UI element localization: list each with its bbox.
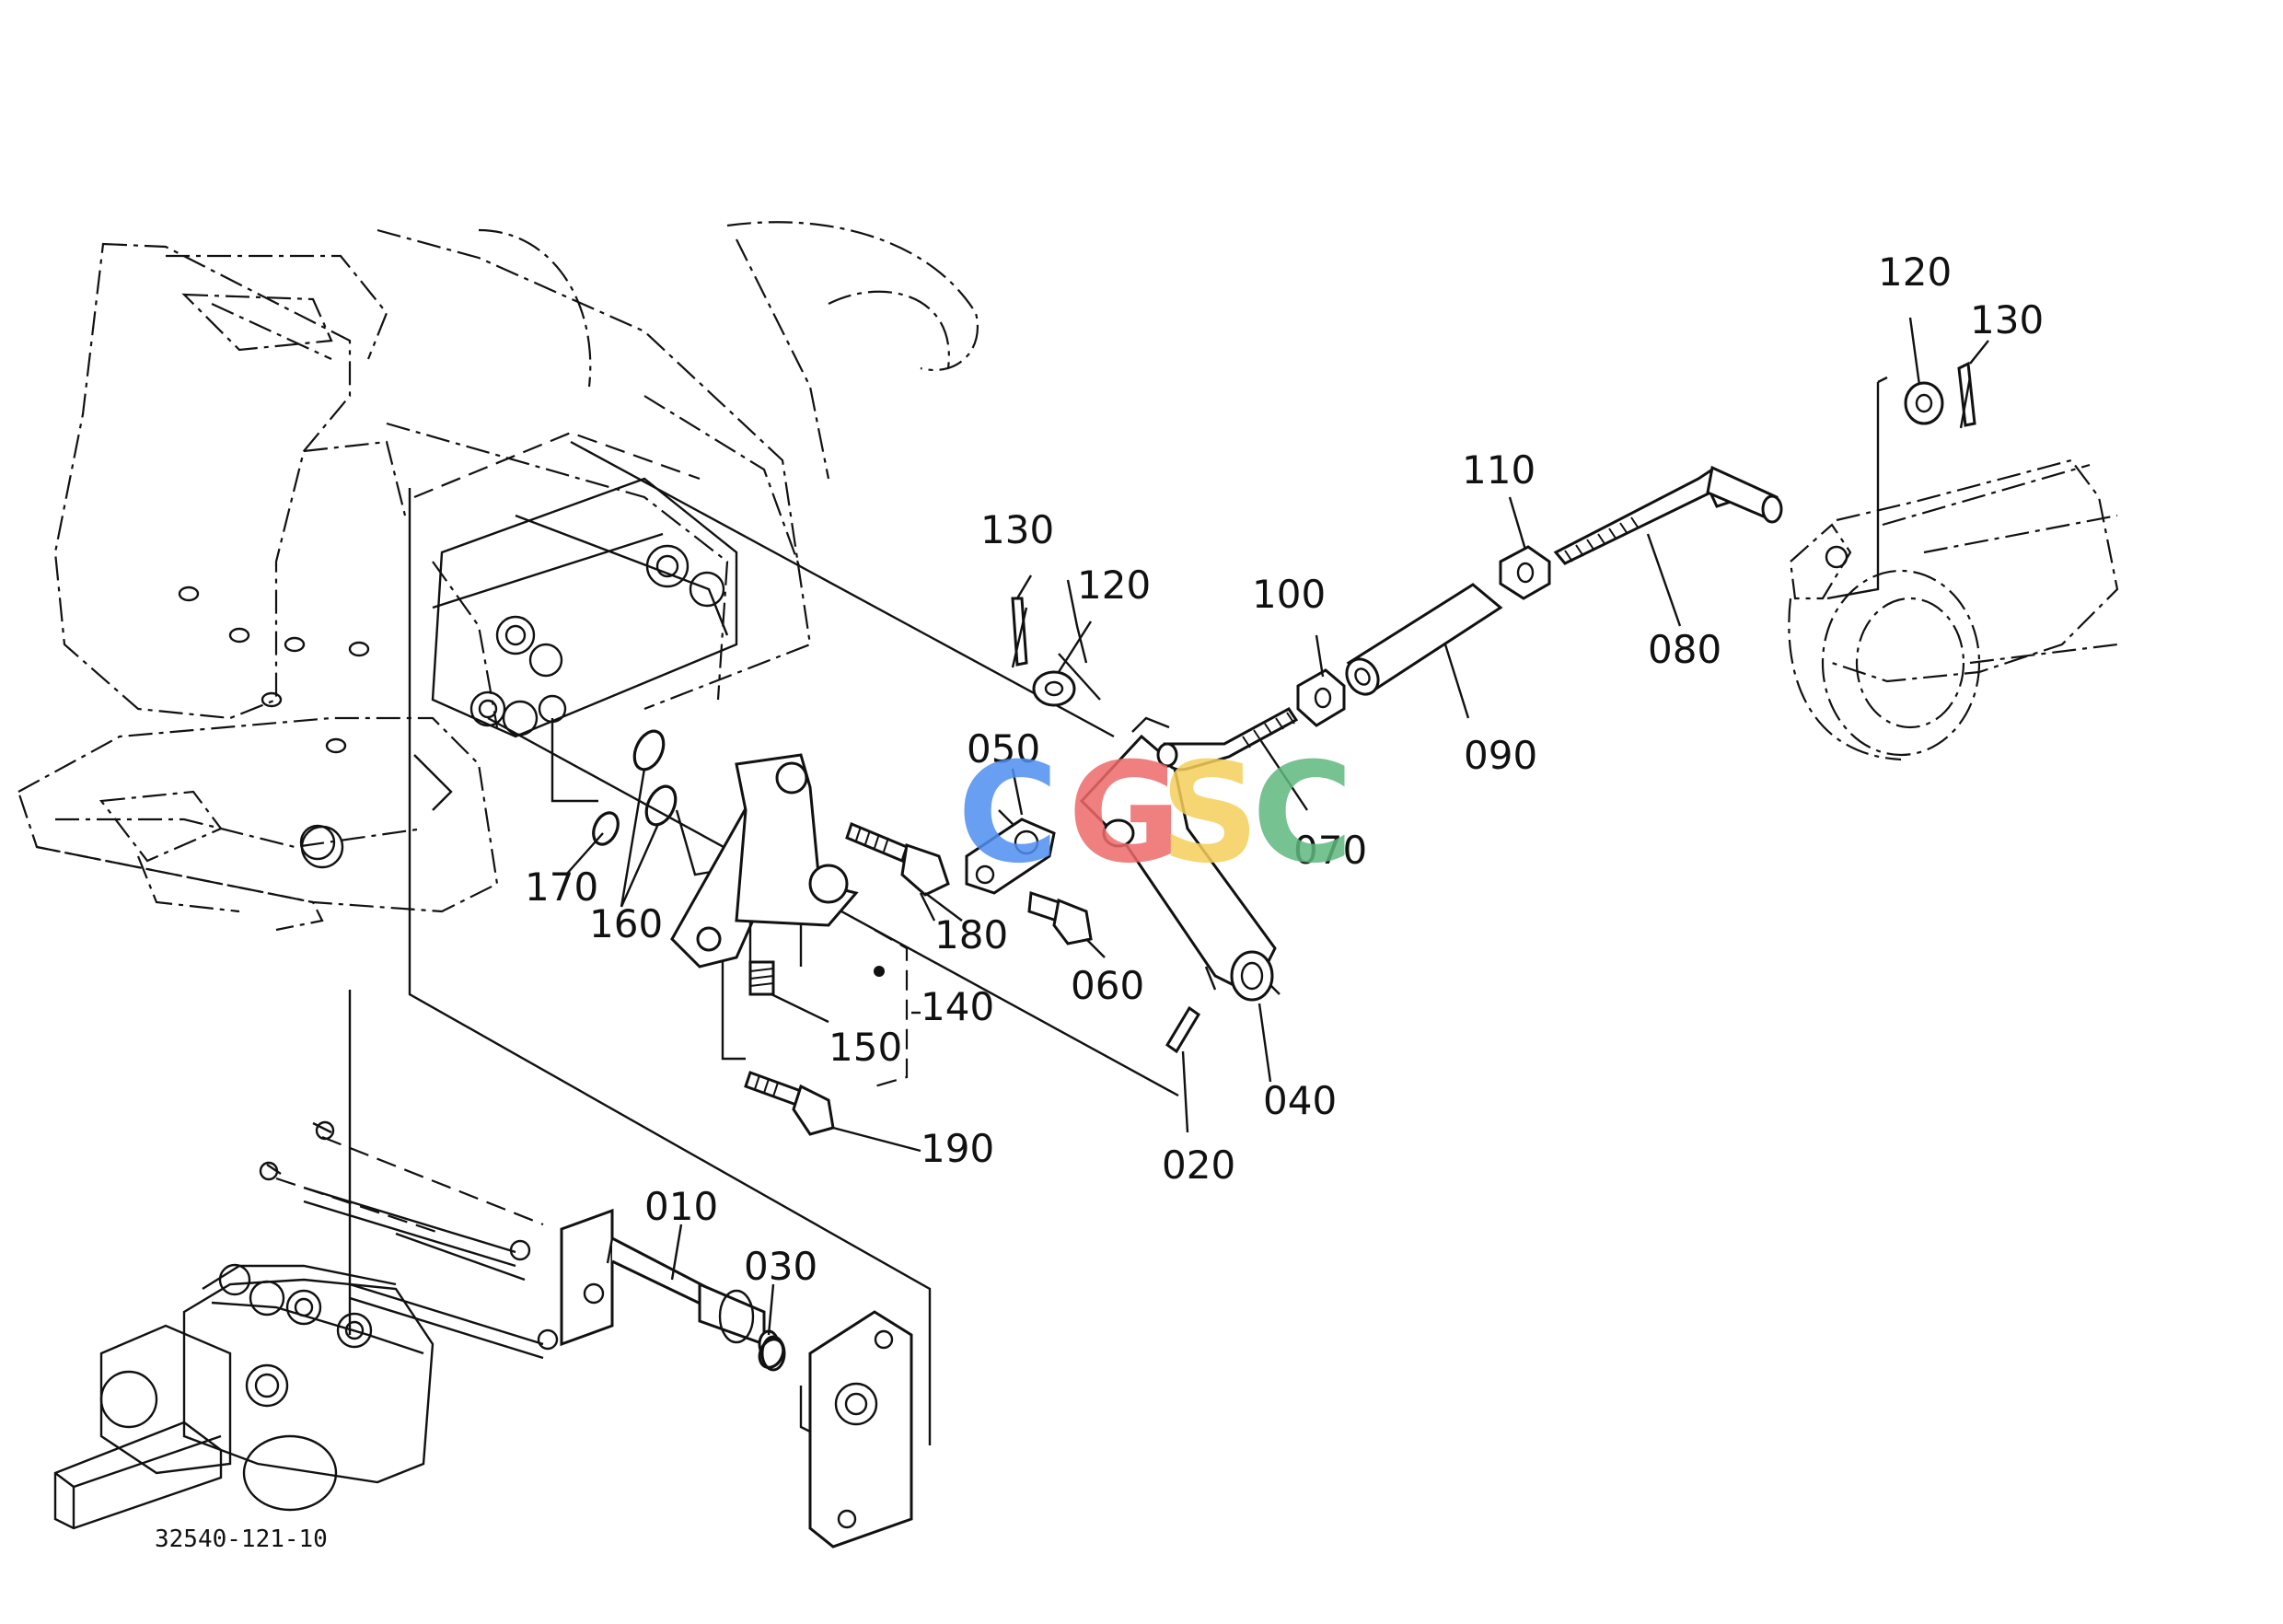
part-010-shaft — [560, 1208, 913, 1549]
bolts — [744, 821, 1106, 1153]
label-130-left: 130 — [980, 507, 1054, 552]
o-rings — [592, 729, 785, 1369]
lift-arm-right — [1788, 458, 2119, 761]
label-160: 160 — [589, 901, 663, 946]
label-170: 170 — [525, 864, 598, 910]
housing-details — [178, 586, 370, 861]
valve-block — [300, 477, 738, 869]
transmission-housing-outline — [17, 221, 979, 932]
drawing-code: 32540-121-10 — [155, 1525, 328, 1553]
label-180: 180 — [934, 912, 1008, 957]
label-120-left: 120 — [1077, 563, 1151, 608]
label-140: 140 — [921, 984, 994, 1029]
lower-valve-assembly — [53, 1120, 559, 1530]
label-120-right: 120 — [1878, 249, 1952, 295]
label-070: 070 — [1293, 828, 1367, 873]
part-150-setscrew — [748, 960, 829, 1024]
leader-lines — [565, 768, 1272, 1336]
label-050: 050 — [967, 726, 1040, 771]
label-080: 080 — [1648, 627, 1721, 672]
part-050-plate — [965, 809, 1056, 895]
part-070-rod — [1156, 707, 1308, 811]
label-020: 020 — [1162, 1143, 1235, 1188]
label-030: 030 — [744, 1244, 817, 1289]
label-190: 190 — [921, 1126, 994, 1171]
washers-and-pins — [1011, 317, 1989, 707]
watermark-letter-3: S — [1160, 734, 1259, 894]
part-090-tube — [1345, 583, 1503, 719]
part-110-nut — [1499, 496, 1551, 600]
watermark-letter-1: C — [957, 734, 1059, 894]
label-090: 090 — [1464, 733, 1537, 778]
watermark-letter-2: G — [1068, 734, 1181, 894]
part-080-rod — [1553, 465, 1783, 627]
label-060: 060 — [1071, 963, 1144, 1008]
label-110: 110 — [1462, 447, 1536, 493]
part-040-lever — [1079, 716, 1281, 1002]
watermark-letter-4: C — [1252, 734, 1353, 894]
lift-bracket — [670, 753, 909, 1088]
part-020-pin — [1165, 1005, 1201, 1133]
cgsc-watermark: C G S C — [957, 734, 1353, 894]
label-100: 100 — [1252, 572, 1326, 617]
label-150: 150 — [829, 1025, 902, 1070]
label-010: 010 — [644, 1184, 718, 1229]
label-040: 040 — [1263, 1078, 1337, 1123]
callout-labels: 010 020 030 040 050 060 070 080 090 100 … — [525, 249, 2044, 1289]
label-130-right: 130 — [1970, 297, 2044, 342]
part-100-nut — [1296, 634, 1346, 727]
